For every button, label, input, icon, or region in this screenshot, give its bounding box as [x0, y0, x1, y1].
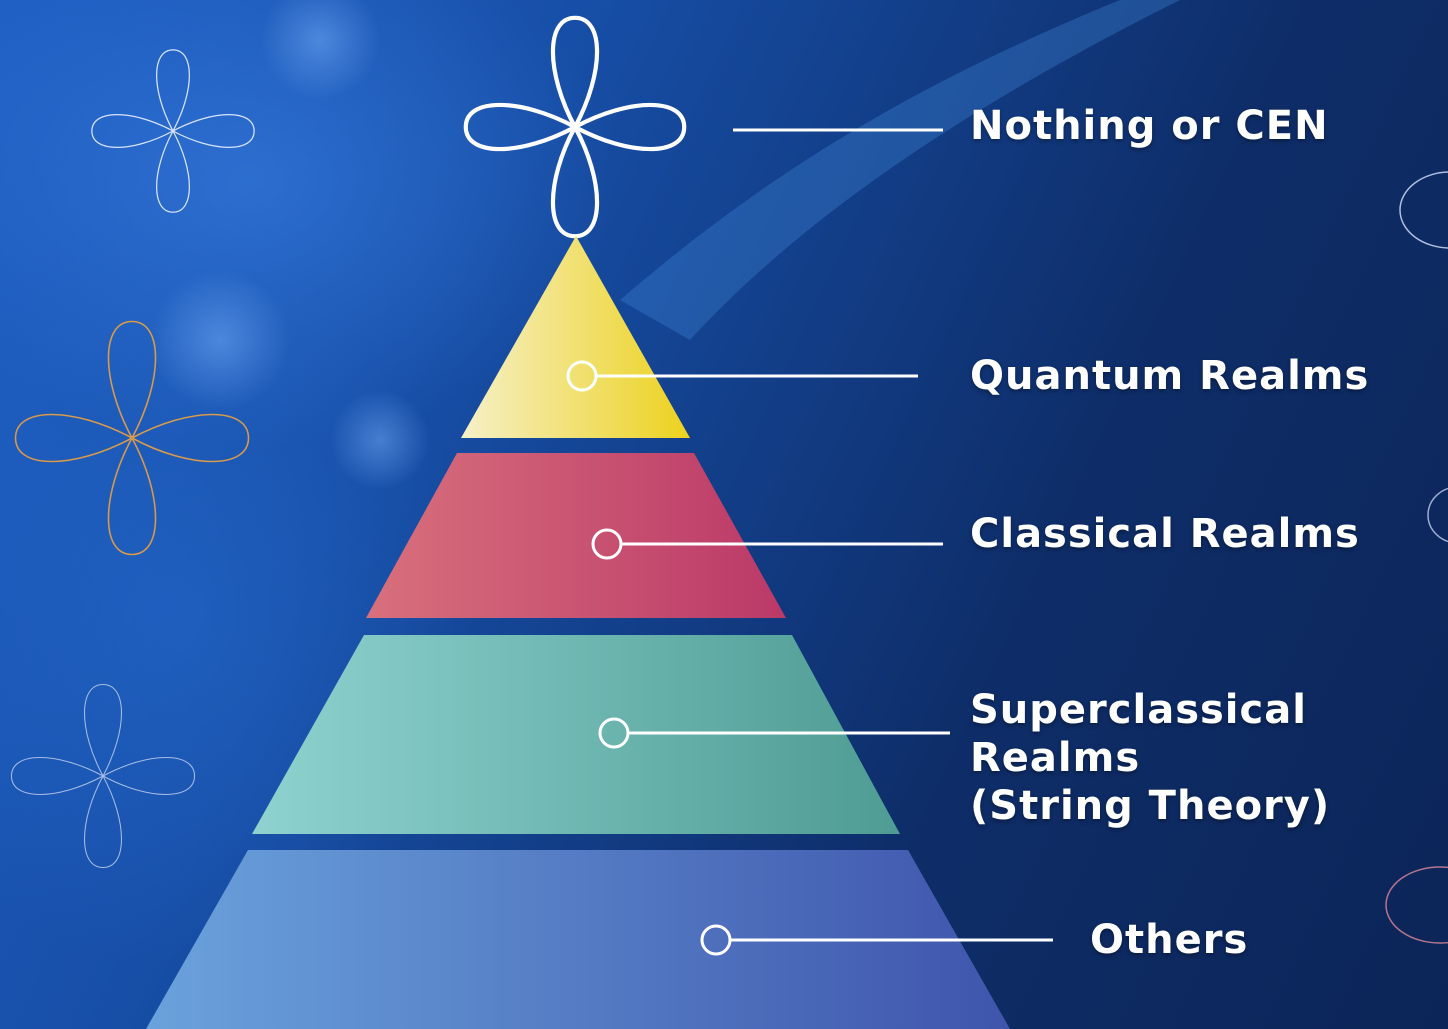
label-superclassical-line1: Superclassical Realms	[970, 687, 1307, 781]
marker-classical	[591, 528, 623, 560]
label-others: Others	[1090, 917, 1249, 963]
tier-superclassical	[252, 635, 900, 834]
tier-classical	[366, 453, 786, 618]
marker-superclassical	[598, 717, 630, 749]
marker-quantum	[566, 360, 598, 392]
marker-others	[700, 924, 732, 956]
label-superclassical-realms: Superclassical Realms (String Theory)	[970, 686, 1448, 830]
clover-ornament-top-left-icon	[91, 49, 255, 213]
partial-ornament-right-top-icon	[1399, 171, 1448, 249]
background-glow	[150, 0, 1180, 490]
label-nothing-or-cen: Nothing or CEN	[970, 103, 1329, 149]
clover-ornament-bottom-left-icon	[10, 683, 196, 869]
tier-others	[146, 850, 1010, 1029]
tier-quantum	[461, 236, 690, 438]
label-quantum-realms: Quantum Realms	[970, 353, 1370, 399]
partial-ornament-right-middle-icon	[1427, 487, 1448, 543]
label-superclassical-line2: (String Theory)	[970, 783, 1331, 829]
partial-ornament-right-bottom-icon	[1385, 866, 1448, 944]
clover-logo-icon	[466, 18, 684, 236]
label-classical-realms: Classical Realms	[970, 511, 1360, 557]
